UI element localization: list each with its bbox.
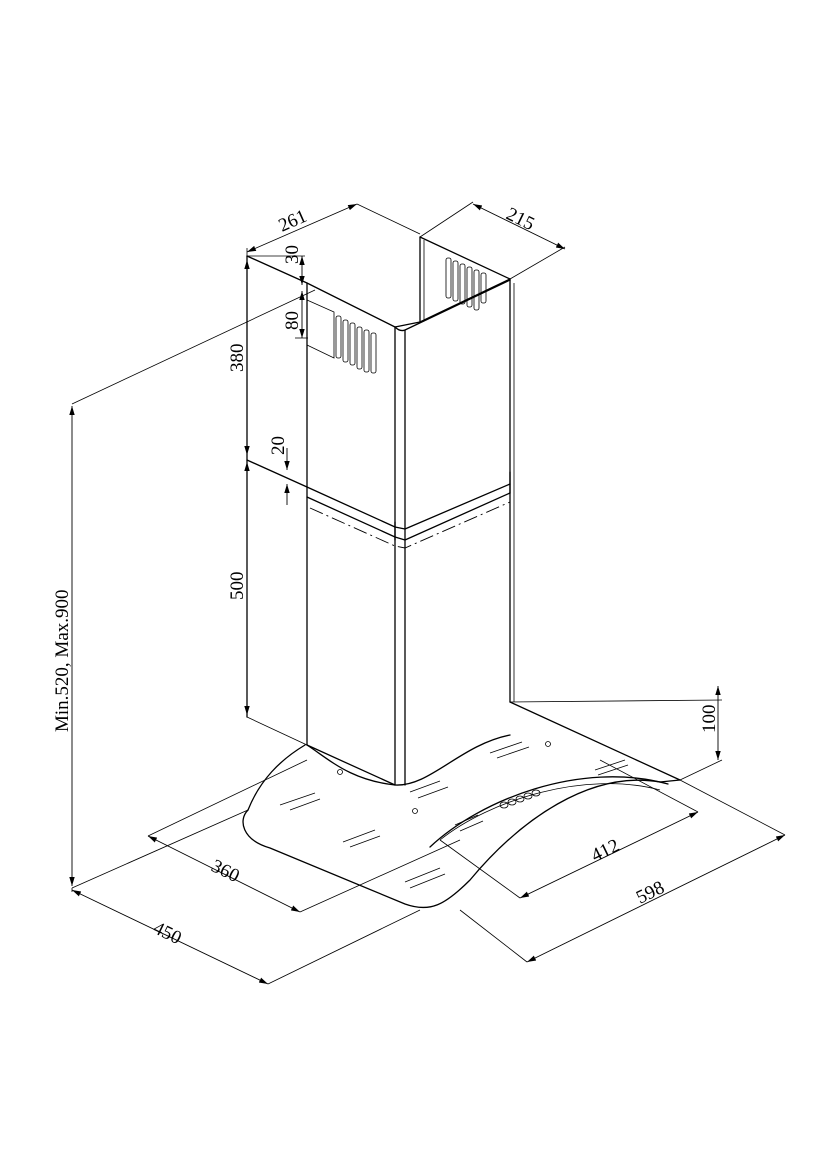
canopy-back-edge: [509, 701, 681, 781]
dim-261-label: 261: [275, 206, 310, 237]
front-vent-slots: [335, 315, 377, 374]
canopy: [242, 701, 681, 909]
dim-total-height-label: Min.520, Max.900: [52, 590, 73, 733]
overlap-centerline: [309, 501, 511, 549]
upper-chimney-top-left-edge: [246, 255, 396, 328]
dimension-labels: 261 215 30 80 380 20 500 Min.520, Max.90…: [52, 204, 720, 949]
dim-450-line: [71, 889, 269, 985]
dim-360-label: 360: [208, 856, 243, 887]
glass-reflection-marks: [279, 741, 629, 889]
screw-icon: [412, 808, 418, 814]
dim-100-label: 100: [699, 705, 720, 734]
back-vent-slots: [445, 257, 487, 311]
dim-215-line: [472, 203, 566, 250]
control-buttons: [499, 789, 541, 809]
dim-412-label: 412: [588, 835, 623, 866]
canopy-body-curve: [306, 734, 511, 786]
canopy-glass-back-curve: [247, 744, 306, 811]
dim-360-line: [147, 835, 301, 913]
dim-80-label: 80: [282, 311, 303, 330]
dim-450-label: 450: [150, 918, 185, 949]
dim-215-label: 215: [503, 204, 538, 235]
chimney-front-top: [394, 279, 511, 332]
screw-icon: [337, 769, 343, 775]
upper-chimney-back-edge: [394, 321, 421, 328]
dim-500-label: 500: [227, 572, 248, 601]
overlap-band-bottom: [306, 492, 511, 541]
dimension-lines: [69, 201, 786, 985]
dim-30-label: 30: [282, 245, 303, 264]
dim-380-label: 380: [227, 344, 248, 373]
dim-598-line: [526, 834, 786, 963]
canopy-control-strip: [429, 776, 669, 848]
dim-261-line: [246, 203, 358, 253]
screw-icon: [545, 741, 551, 747]
mounting-bracket: [306, 299, 335, 359]
dim-598-label: 598: [633, 877, 668, 908]
upper-chimney-back-top: [419, 236, 511, 280]
dim-20-label: 20: [268, 436, 289, 455]
overlap-band-top: [246, 459, 511, 530]
